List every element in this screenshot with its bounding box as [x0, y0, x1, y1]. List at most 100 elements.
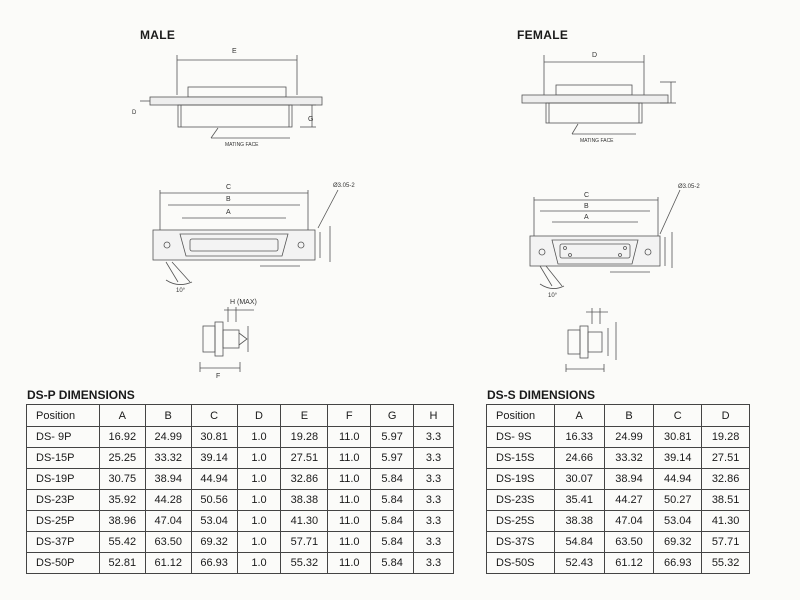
position-cell: DS-37P — [26, 531, 100, 553]
dimension-cell: 66.93 — [190, 552, 238, 574]
dimension-cell: 44.94 — [653, 468, 703, 490]
dimension-cell: 3.3 — [413, 426, 454, 448]
dimension-cell: 11.0 — [327, 489, 372, 511]
female-profile-view — [565, 308, 617, 372]
dimension-cell: 52.81 — [98, 552, 146, 574]
h-max-label: H (MAX) — [230, 299, 257, 306]
dim-b-female-label: B — [584, 203, 589, 210]
position-cell: DS-25S — [486, 510, 555, 532]
dimension-cell: 38.51 — [701, 489, 750, 511]
dimension-cell: 24.99 — [144, 426, 192, 448]
dimension-cell: 30.75 — [98, 468, 146, 490]
dimension-cell: 47.04 — [144, 510, 192, 532]
dimension-cell: 41.30 — [701, 510, 750, 532]
female-front-view: C B A Ø3.05-2 10° — [529, 184, 700, 299]
column-header: Position — [486, 404, 555, 427]
angle-male-label: 10° — [176, 288, 186, 294]
dimension-cell: 32.86 — [280, 468, 329, 490]
dimension-cell: 1.0 — [236, 468, 282, 490]
dim-e-label: E — [232, 48, 237, 55]
dimension-cell: 61.12 — [144, 552, 192, 574]
column-header: E — [280, 404, 329, 427]
position-cell: DS-15P — [26, 447, 100, 469]
dim-c-male-label: C — [226, 184, 231, 191]
dim-d-male-label: D — [132, 110, 137, 116]
dim-g-label: G — [308, 116, 313, 123]
column-header: C — [653, 404, 703, 427]
dimension-cell: 3.3 — [413, 468, 454, 490]
dimension-cell: 57.71 — [701, 531, 750, 553]
position-cell: DS-37S — [486, 531, 555, 553]
dimension-cell: 66.93 — [653, 552, 703, 574]
dimension-cell: 1.0 — [236, 447, 282, 469]
dimension-cell: 27.51 — [280, 447, 329, 469]
dimension-cell: 19.28 — [701, 426, 750, 448]
dimension-cell: 38.96 — [98, 510, 146, 532]
column-header: B — [603, 404, 655, 427]
male-heading: MALE — [140, 28, 176, 42]
dimension-cell: 5.84 — [370, 552, 415, 574]
dimension-cell: 11.0 — [327, 468, 372, 490]
female-heading: FEMALE — [517, 28, 569, 42]
position-cell: DS- 9P — [26, 426, 100, 448]
dimension-cell: 38.38 — [280, 489, 329, 511]
column-header: F — [327, 404, 372, 427]
column-header: G — [370, 404, 415, 427]
dimension-cell: 69.32 — [190, 531, 238, 553]
column-header: A — [553, 404, 605, 427]
dim-d-female-label: D — [592, 52, 597, 59]
dimension-cell: 38.94 — [144, 468, 192, 490]
dimension-cell: 69.32 — [653, 531, 703, 553]
position-cell: DS-50P — [26, 552, 100, 574]
dimension-cell: 53.04 — [653, 510, 703, 532]
dimension-cell: 1.0 — [236, 489, 282, 511]
dimension-cell: 44.28 — [144, 489, 192, 511]
column-header: D — [236, 404, 282, 427]
dimension-cell: 30.81 — [653, 426, 703, 448]
dimension-cell: 63.50 — [144, 531, 192, 553]
dim-a-female-label: A — [584, 214, 589, 221]
dimension-cell: 24.99 — [603, 426, 655, 448]
dimension-cell: 3.3 — [413, 447, 454, 469]
male-side-view: E D G MATING FACE — [132, 48, 323, 148]
dimension-cell: 61.12 — [603, 552, 655, 574]
dimension-cell: 38.38 — [553, 510, 605, 532]
dimension-cell: 25.25 — [98, 447, 146, 469]
dimension-cell: 32.86 — [701, 468, 750, 490]
position-cell: DS-23S — [486, 489, 555, 511]
dimension-cell: 5.97 — [370, 447, 415, 469]
column-header: Position — [26, 404, 100, 427]
dimension-cell: 54.84 — [553, 531, 605, 553]
dimension-cell: 3.3 — [413, 552, 454, 574]
dim-b-male-label: B — [226, 196, 231, 203]
dimension-cell: 55.42 — [98, 531, 146, 553]
dimension-cell: 5.84 — [370, 531, 415, 553]
dim-a-male-label: A — [226, 209, 231, 216]
dimension-cell: 33.32 — [603, 447, 655, 469]
ds-s-table-title: DS-S DIMENSIONS — [487, 388, 596, 402]
dimension-cell: 50.56 — [190, 489, 238, 511]
connector-drawings: E D G MATING FACE D MATING FACE — [132, 48, 700, 380]
dimension-cell: 50.27 — [653, 489, 703, 511]
dimension-cell: 3.3 — [413, 489, 454, 511]
dimension-cell: 1.0 — [236, 552, 282, 574]
dimension-cell: 11.0 — [327, 552, 372, 574]
male-front-view: C B A Ø3.05-2 10° — [152, 183, 355, 294]
dimension-cell: 24.66 — [553, 447, 605, 469]
ds-p-table-title: DS-P DIMENSIONS — [27, 388, 135, 402]
dimension-cell: 44.94 — [190, 468, 238, 490]
dimension-cell: 44.27 — [603, 489, 655, 511]
dim-c-female-label: C — [584, 192, 589, 199]
dimension-cell: 11.0 — [327, 426, 372, 448]
dim-f-label: F — [216, 373, 220, 380]
